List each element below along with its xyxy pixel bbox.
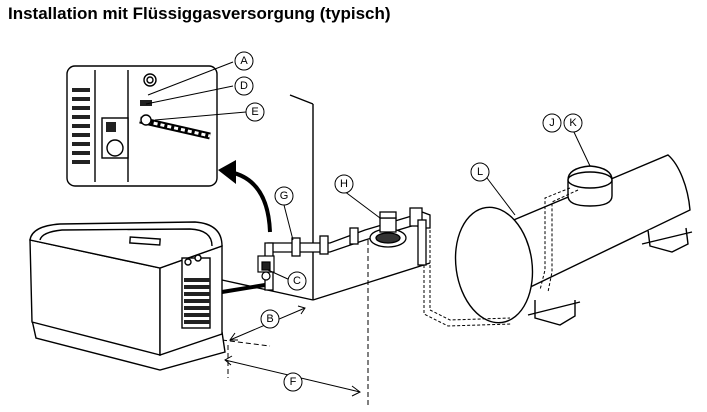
underground-line [423, 187, 579, 327]
svg-text:E: E [251, 106, 258, 118]
shutoff-valve [257, 255, 275, 281]
gas-regulator [369, 211, 407, 248]
svg-text:G: G [280, 190, 289, 202]
svg-text:B: B [266, 313, 273, 325]
generator-unit [29, 221, 226, 371]
callout-H: H [334, 174, 354, 194]
generator-vents [184, 278, 210, 324]
svg-text:J: J [549, 117, 555, 129]
svg-text:A: A [240, 55, 248, 67]
callout-B: B [260, 309, 280, 329]
svg-text:K: K [569, 117, 577, 129]
callout-A: A [234, 51, 254, 71]
building-wall [221, 94, 431, 301]
svg-text:C: C [293, 275, 301, 287]
flexible-gas-line [221, 283, 266, 294]
svg-text:F: F [290, 376, 297, 388]
detail-inset [66, 65, 218, 187]
callout-L: L [470, 162, 490, 182]
callout-E: E [245, 102, 265, 122]
callout-C: C [287, 271, 307, 291]
tank-dome-cover [567, 165, 613, 207]
diagram-title: Installation mit Flüssiggasversorgung (t… [8, 4, 391, 23]
callout-D: D [234, 76, 254, 96]
propane-tank [454, 154, 693, 326]
svg-text:H: H [340, 178, 348, 190]
callout-F: F [283, 372, 303, 392]
callout-leaders [145, 61, 591, 281]
svg-text:D: D [240, 80, 248, 92]
detail-arrow [218, 160, 272, 233]
callout-J: J [542, 113, 562, 133]
callout-G: G [274, 186, 294, 206]
svg-text:L: L [477, 166, 483, 178]
callout-K: K [563, 113, 583, 133]
